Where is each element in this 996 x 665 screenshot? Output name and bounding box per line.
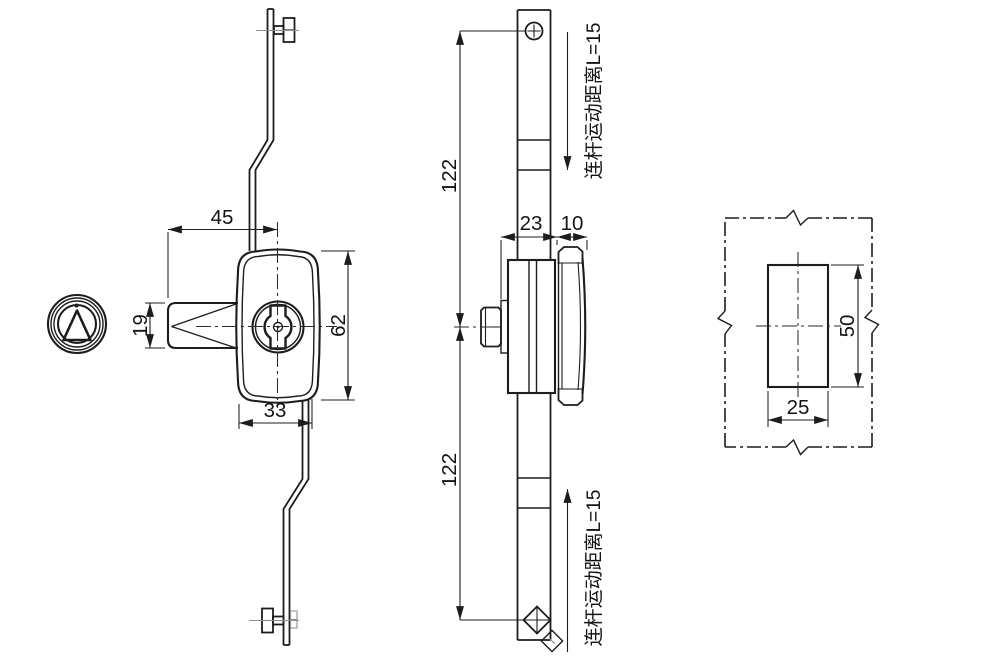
- rod-line: [282, 400, 304, 645]
- cover-inner-curve: [577, 261, 582, 391]
- hole-circle: [524, 21, 544, 41]
- panel-cutout-view: 50 25: [716, 209, 880, 456]
- hole-cross: [527, 24, 541, 38]
- rod-line: [248, 9, 269, 251]
- side-rod: [516, 9, 552, 641]
- icon-ring-2: [50, 297, 104, 351]
- body-inner-outline: [241, 254, 315, 399]
- rod-end-tag: [540, 629, 564, 653]
- dim-10-label: 10: [561, 212, 584, 235]
- side-dimensions: 122 122 23 10: [438, 30, 588, 621]
- dim-122-bottom-label: 122: [438, 453, 461, 487]
- latch-bevel-line: [171, 303, 237, 328]
- front-view: 45 19 62 33: [129, 8, 355, 646]
- note-top-label: 连杆运动距离L=15: [583, 23, 605, 180]
- icon-outer-ring: [46, 293, 108, 355]
- cover-top-tab: [557, 246, 584, 264]
- rod-end-diamond: [522, 605, 564, 653]
- diamond-cross: [523, 606, 551, 634]
- push-button-lock-icon: [46, 293, 108, 355]
- dim-45-label: 45: [211, 206, 234, 229]
- break-symbol-bottom: [785, 438, 809, 456]
- dim-62-label: 62: [327, 314, 350, 337]
- side-lock-body: [506, 258, 557, 395]
- dim-33-label: 33: [264, 399, 287, 422]
- movement-note-bottom: 连杆运动距离L=15: [563, 488, 605, 652]
- latch-tongue: [166, 301, 238, 350]
- rod-line: [288, 400, 310, 645]
- front-rod-clip-bottom: [249, 607, 299, 634]
- front-rod-bottom: [282, 400, 310, 646]
- cover-outer-curve: [581, 257, 587, 395]
- front-lock-body: [235, 248, 321, 404]
- dim-50-label: 50: [836, 315, 859, 338]
- break-symbol-right: [863, 309, 880, 334]
- latch-bevel-line: [171, 325, 237, 349]
- body-inner-lines: [528, 260, 538, 393]
- icon-ring-3: [53, 300, 101, 348]
- handle-cover: [557, 246, 587, 406]
- rod-line: [254, 9, 275, 251]
- key-cam: [263, 304, 293, 350]
- panel-border: [716, 209, 880, 456]
- dim-122-top-label: 122: [438, 159, 461, 193]
- front-rod-top: [248, 8, 275, 251]
- front-dimensions: 45 19 62 33: [129, 206, 355, 429]
- cover-bottom-tab: [557, 388, 584, 406]
- rod-top-hole: [524, 21, 544, 41]
- break-symbol-top: [785, 209, 809, 227]
- panel-dimensions: 50 25: [767, 264, 864, 427]
- note-bottom-label: 连杆运动距离L=15: [583, 490, 605, 647]
- latch-outline: [166, 301, 238, 350]
- body-outer-outline: [235, 248, 321, 404]
- side-view: 122 122 23 10 连杆运动距离L=15 连杆运动距离L=15: [438, 9, 605, 653]
- dim-23-label: 23: [520, 212, 543, 235]
- nut-flange: [500, 299, 509, 354]
- dim-25-label: 25: [787, 396, 810, 419]
- rod-joint-lines: [517, 139, 551, 171]
- rod-lower: [516, 393, 552, 641]
- body-rect: [506, 258, 557, 395]
- movement-note-top: 连杆运动距离L=15: [563, 23, 605, 180]
- icon-dot: [74, 303, 79, 308]
- extension-line: [500, 240, 588, 299]
- dim-19-label: 19: [129, 314, 152, 337]
- rod-upper: [516, 9, 552, 260]
- rod-end-tag-mark: [549, 638, 556, 645]
- front-rod-clip-top: [256, 17, 299, 43]
- break-symbol-left: [716, 310, 733, 335]
- triangle-icon: [62, 309, 92, 342]
- rod-joint-lines: [517, 477, 551, 509]
